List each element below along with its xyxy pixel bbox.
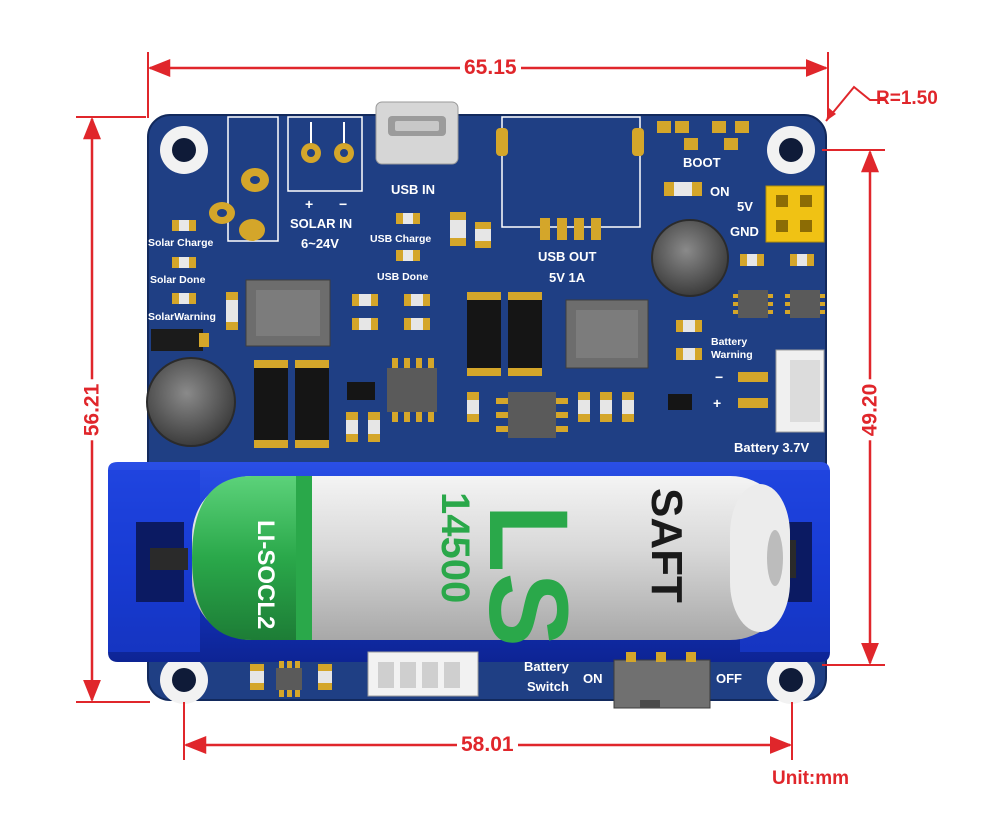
- power-header: [765, 185, 825, 243]
- battery-model: 14500: [433, 492, 477, 603]
- passive-components: [226, 212, 814, 442]
- solar-plus-label: +: [305, 196, 313, 212]
- battery-brand: SAFT: [642, 488, 691, 603]
- battery-minus-label: −: [715, 369, 723, 385]
- switch-on-label: ON: [583, 671, 603, 686]
- battery-connector: [738, 349, 825, 433]
- gnd-label: GND: [730, 224, 759, 239]
- solar-terminal-block: [287, 116, 363, 192]
- unit-label: Unit:mm: [772, 768, 850, 789]
- battery-warning-label-2: Warning: [711, 349, 753, 361]
- usb-charge-label: USB Charge: [370, 233, 431, 245]
- bottom-header: [367, 651, 479, 697]
- battery-warning-label-1: Battery: [711, 336, 747, 348]
- ic-chip-2: [496, 392, 568, 438]
- black-components: [151, 292, 692, 448]
- solar-minus-label: −: [339, 196, 347, 212]
- capacitor-right: [651, 219, 729, 297]
- usb-in-label: USB IN: [391, 182, 435, 197]
- solar-done-label: Solar Done: [150, 274, 206, 286]
- usb-in-connector: [375, 101, 459, 165]
- usb-out-label: USB OUT: [538, 249, 597, 264]
- corner-radius-label: R=1.50: [876, 88, 938, 109]
- on-led: [664, 182, 702, 196]
- on-label: ON: [710, 184, 730, 199]
- mounting-hole-top-left: [160, 126, 208, 174]
- dimension-left-label: 56.21: [80, 379, 105, 441]
- boot-pads: [657, 121, 749, 150]
- capacitor-left: [146, 357, 236, 447]
- ic-chip-1: [387, 358, 437, 422]
- usb-out-pads: [496, 128, 644, 240]
- bottom-components: [250, 661, 332, 697]
- solar-in-label: SOLAR IN: [290, 216, 352, 231]
- battery-chemistry: LI-SOCL2: [252, 520, 279, 629]
- usb-out-outline: [501, 116, 641, 228]
- battery-series: LS: [466, 504, 591, 647]
- battery-connector-label: Battery 3.7V: [734, 440, 809, 455]
- battery-switch: [613, 652, 711, 709]
- boot-label: BOOT: [683, 155, 721, 170]
- mounting-hole-top-right: [767, 126, 815, 174]
- inductor-right: [565, 299, 649, 369]
- status-leds-left: [172, 220, 196, 304]
- ic-chips-right: [733, 290, 825, 318]
- mounting-hole-bottom-right: [767, 656, 815, 704]
- solar-voltage-label: 6~24V: [301, 236, 339, 251]
- solar-pads: [209, 122, 354, 241]
- usb-out-rating-label: 5V 1A: [549, 270, 586, 285]
- dimension-bottom-label: 58.01: [457, 733, 518, 757]
- dimension-top-label: 65.15: [460, 56, 521, 80]
- dimension-right-label: 49.20: [858, 379, 883, 441]
- switch-off-label: OFF: [716, 671, 742, 686]
- battery-switch-label-2: Switch: [527, 679, 569, 694]
- battery-switch-label-1: Battery: [524, 659, 570, 674]
- battery-cell: [192, 476, 790, 640]
- battery-plus-label: +: [713, 395, 721, 411]
- solar-connector-outline: [227, 116, 279, 242]
- inductor-left: [245, 279, 331, 347]
- usb-done-label: USB Done: [377, 271, 428, 283]
- solar-charge-label: Solar Charge: [148, 237, 214, 249]
- mounting-hole-bottom-left: [160, 656, 208, 704]
- five-v-label: 5V: [737, 199, 753, 214]
- solar-warning-label: SolarWarning: [148, 311, 216, 323]
- usb-leds: [396, 213, 420, 261]
- radius-callout: [825, 85, 886, 122]
